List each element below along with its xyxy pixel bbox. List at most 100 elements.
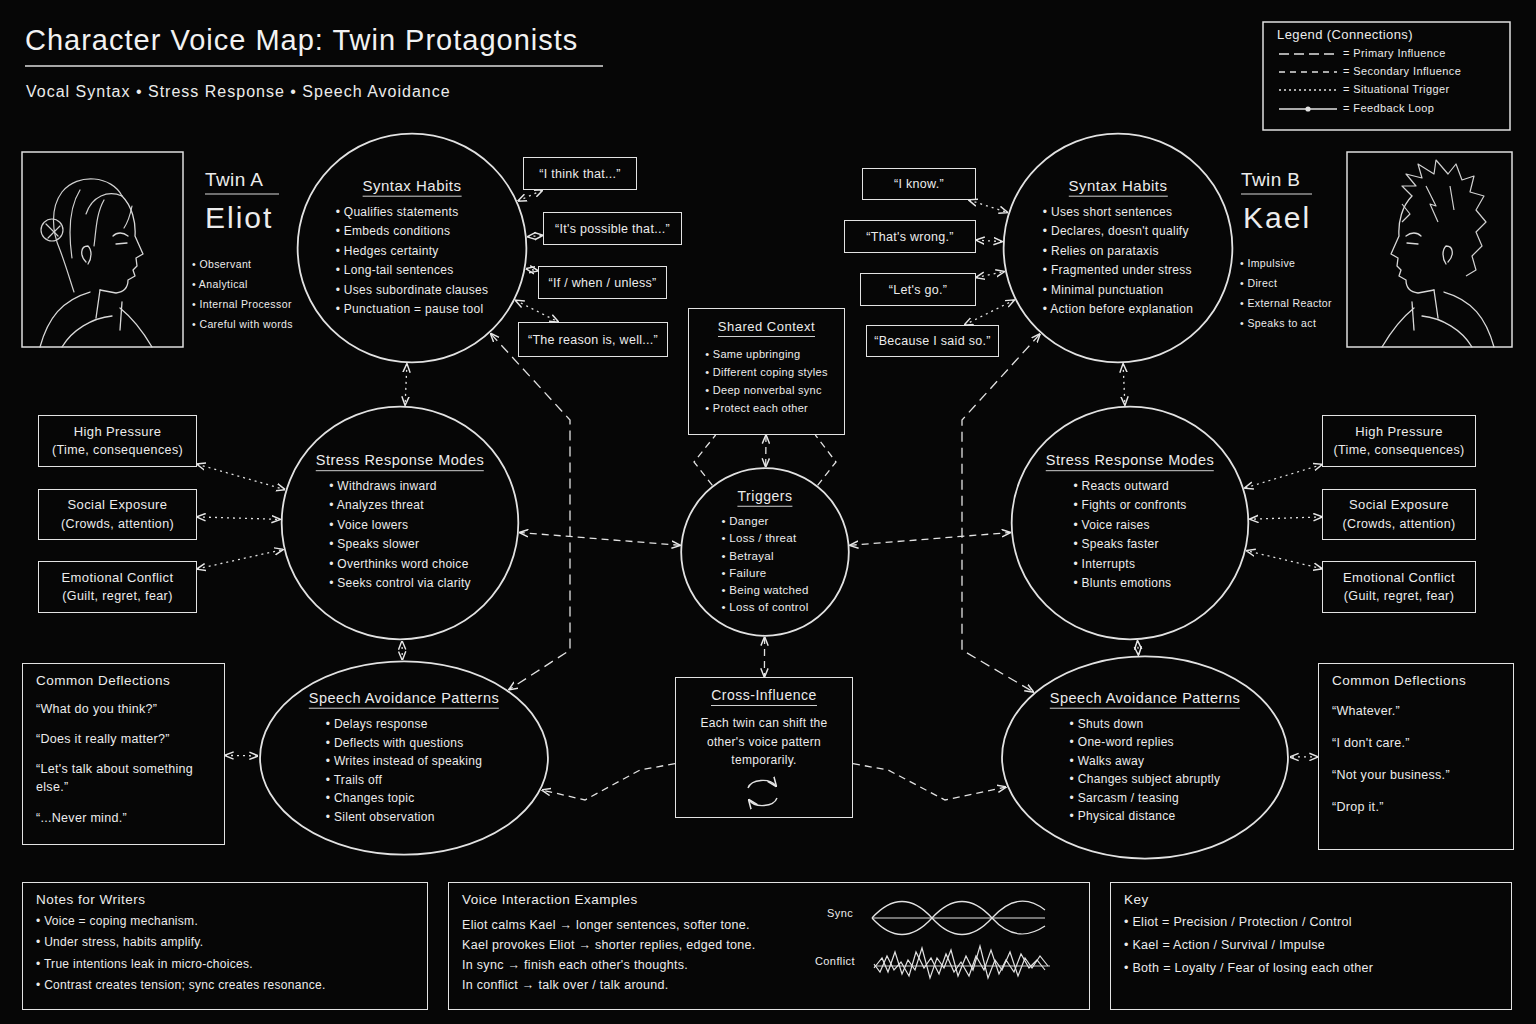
trigger-input-box: Social Exposure(Crowds, attention)	[1322, 489, 1476, 540]
bullet-item: • Walks away	[1070, 751, 1221, 770]
bullet-item: • Fragmented under stress	[1043, 261, 1193, 280]
connector	[197, 464, 285, 490]
quote-text: “The reason is, well...”	[528, 333, 658, 347]
node-heading: Triggers	[738, 488, 793, 507]
trigger-input-box: Social Exposure(Crowds, attention)	[38, 489, 197, 540]
note-item: • Both = Loyalty / Fear of losing each o…	[1124, 959, 1498, 977]
legend-sample	[1279, 104, 1339, 114]
quote-box: “The reason is, well...”	[518, 322, 668, 357]
connector	[765, 435, 767, 467]
bullet-item: • Blunts emotions	[1073, 574, 1186, 593]
example-line: Kael provokes Eliot → shorter replies, e…	[462, 935, 812, 955]
bullet-item: • Loss of control	[721, 599, 808, 616]
node-detail: (Crowds, attention)	[1342, 515, 1455, 533]
name-underline	[205, 193, 279, 194]
bullet-item: • Voice lowers	[329, 516, 471, 535]
node-content: Speech Avoidance Patterns• Delays respon…	[309, 690, 499, 827]
bullet-item: • Danger	[721, 513, 808, 530]
node-heading: Social Exposure	[1349, 496, 1449, 515]
trait: • Direct	[1240, 277, 1277, 289]
legend-text: = Secondary Influence	[1343, 65, 1461, 77]
connector	[1247, 551, 1322, 569]
ellipse-outline	[1002, 656, 1288, 858]
connector	[405, 364, 407, 405]
node-heading: Emotional Conflict	[62, 569, 174, 588]
body-block: • Same upbringing• Different coping styl…	[705, 345, 827, 418]
trigger-input-box: Emotional Conflict(Guilt, regret, fear)	[1322, 561, 1476, 613]
quote-box: “It's possible that...”	[543, 212, 682, 245]
connector	[764, 637, 765, 677]
bullet-item: • Fights or confronts	[1073, 497, 1186, 516]
ellipse-node: Syntax Habits• Qualifies statements• Emb…	[296, 132, 528, 364]
bullet-item: • Hedges certainty	[336, 242, 489, 261]
note-item: “What do you think?”	[36, 700, 211, 718]
legend-sample	[1279, 49, 1339, 59]
trait: • Internal Processor	[192, 298, 292, 310]
quote-box: “That's wrong.”	[844, 220, 976, 253]
trait: • Analytical	[192, 278, 248, 290]
connector	[520, 533, 681, 546]
ellipse-node: Stress Response Modes• Reacts outward• F…	[1010, 405, 1250, 641]
legend-frame	[1263, 22, 1510, 130]
connector	[197, 550, 283, 570]
connector	[694, 435, 716, 485]
connector	[964, 300, 1014, 325]
title-underline	[25, 65, 603, 66]
quote-box: “If / when / unless”	[538, 266, 667, 299]
bullet-item: • Speaks faster	[1073, 536, 1186, 555]
bullet-item: • Speaks slower	[329, 536, 471, 555]
trait: • Careful with words	[192, 318, 293, 330]
bullet-item: • Voice raises	[1073, 516, 1186, 535]
example-line: In conflict → talk over / talk around.	[462, 975, 812, 995]
ellipse-node: Speech Avoidance Patterns• Delays respon…	[258, 660, 550, 856]
context-box: Shared Context• Same upbringing• Differe…	[688, 308, 845, 435]
node-heading: Speech Avoidance Patterns	[1050, 689, 1240, 708]
bullet-item: • Minimal punctuation	[1043, 280, 1193, 299]
quote-text: “I know.”	[894, 177, 944, 191]
bullet-item: • Changes topic	[326, 789, 482, 808]
connector	[1138, 641, 1139, 655]
note-item: “I don't care.”	[1332, 734, 1500, 752]
legend-heading: Legend (Connections)	[1277, 27, 1413, 42]
connector	[225, 755, 258, 757]
note-item: • Voice = coping mechanism.	[36, 913, 414, 930]
diagram-title: Character Voice Map: Twin Protagonists	[25, 24, 578, 57]
face-sketch	[1382, 196, 1494, 347]
connector	[976, 272, 1004, 278]
bullet-item: • Long-tail sentences	[336, 261, 489, 280]
connector	[1250, 517, 1322, 519]
node-heading: Notes for Writers	[36, 892, 414, 907]
legend-sample	[1279, 85, 1339, 95]
ellipse-outline	[1012, 407, 1249, 640]
wave-label: Sync	[827, 907, 853, 919]
bullet-item: • Deep nonverbal sync	[705, 381, 827, 399]
note-item: “Not your business.”	[1332, 766, 1500, 784]
connector	[197, 517, 280, 520]
legend-text: = Situational Trigger	[1343, 83, 1450, 95]
quote-text: “If / when / unless”	[548, 276, 656, 290]
example-line: In sync → finish each other's thoughts.	[462, 955, 812, 975]
ellipse-node: Syntax Habits• Uses short sentences• Dec…	[1002, 132, 1234, 364]
note-item: “Whatever.”	[1332, 702, 1500, 720]
legend-line	[1279, 71, 1337, 72]
connector	[526, 269, 538, 271]
connector	[401, 641, 403, 660]
legend-text: = Feedback Loop	[1343, 102, 1434, 114]
note-item: • Contrast creates tension; sync creates…	[36, 977, 414, 994]
note-item: “Drop it.”	[1332, 798, 1500, 816]
bullet-item: • Analyzes threat	[329, 497, 471, 516]
example-line: Eliot calms Kael → longer sentences, sof…	[462, 915, 812, 935]
node-detail: (Time, consequences)	[52, 441, 183, 459]
bullet-item: • Betrayal	[721, 547, 808, 564]
bullet-item: • Uses subordinate clauses	[336, 280, 489, 299]
connector	[491, 333, 571, 689]
node-heading: Voice Interaction Examples	[462, 892, 1076, 907]
process-box: Cross-InfluenceEach twin can shift the o…	[675, 677, 853, 818]
node-heading: Key	[1124, 892, 1498, 907]
connector	[1290, 756, 1318, 757]
node-content: Syntax Habits• Uses short sentences• Dec…	[1043, 177, 1193, 320]
portrait-frame	[1347, 152, 1512, 347]
quote-text: “It's possible that...”	[555, 222, 670, 236]
name-underline	[1241, 193, 1312, 194]
